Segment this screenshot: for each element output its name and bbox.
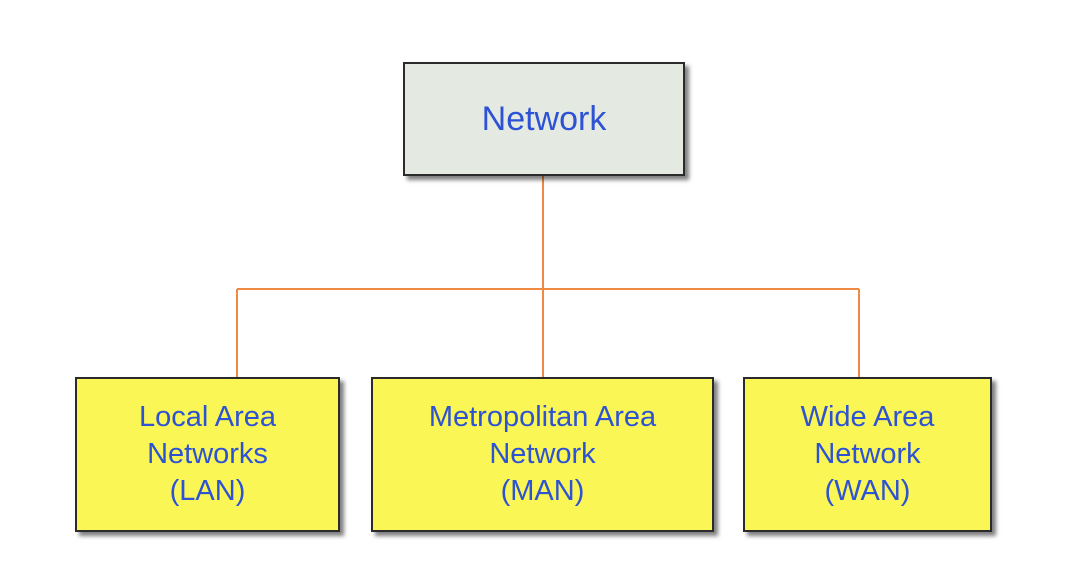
node-wan: Wide Area Network (WAN) — [743, 377, 992, 532]
node-lan-line-2: Networks — [147, 438, 268, 470]
node-lan-line-3: (LAN) — [169, 475, 246, 507]
node-lan-line-1: Local Area — [138, 401, 277, 433]
node-wan-line-2: Network — [814, 438, 921, 470]
node-lan: Local Area Networks (LAN) — [75, 377, 340, 532]
node-wan-line-1: Wide Area — [800, 401, 935, 433]
node-man-line-3: (MAN) — [500, 475, 585, 507]
node-man: Metropolitan Area Network (MAN) — [371, 377, 714, 532]
node-wan-line-3: (WAN) — [824, 475, 911, 507]
node-network-label: Network — [481, 99, 607, 138]
node-man-line-2: Network — [489, 438, 596, 470]
node-network: Network — [403, 62, 685, 176]
node-man-line-1: Metropolitan Area — [428, 401, 657, 433]
